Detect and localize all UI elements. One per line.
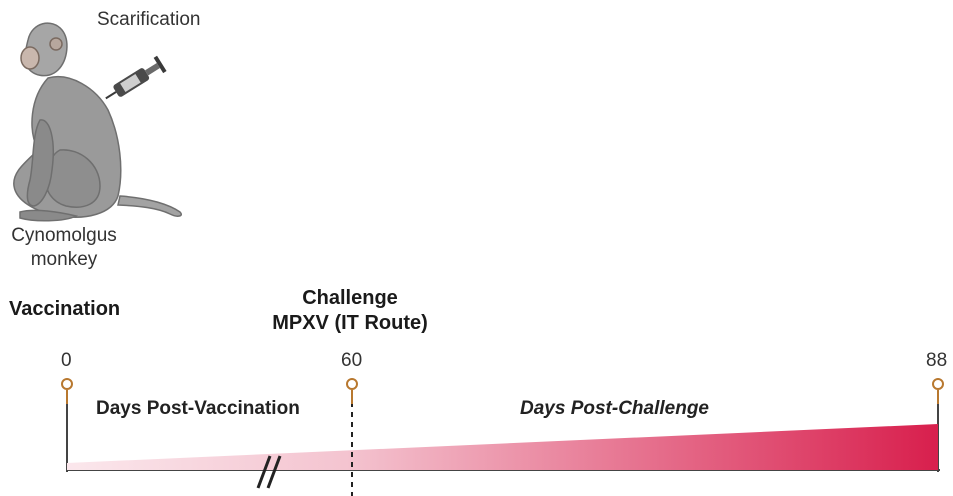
animal-label: Cynomolgus monkey (0, 224, 128, 272)
monkey-icon (13, 22, 182, 222)
animal-label-line2: monkey (30, 249, 98, 270)
pin-day-60 (346, 378, 358, 404)
scarification-label: Scarification (97, 9, 201, 30)
timeline-break-marker (256, 455, 282, 489)
challenge-label-line2: MPXV (IT Route) (272, 312, 428, 334)
vaccination-label: Vaccination (9, 298, 121, 320)
day-0-label: 0 (61, 350, 72, 371)
phase-vaccination-label: Days Post-Vaccination (96, 398, 300, 419)
pin-day-0 (61, 378, 73, 404)
challenge-label-line1: Challenge (302, 287, 398, 309)
animal-label-line1: Cynomolgus (11, 225, 117, 246)
syringe-icon (105, 55, 167, 100)
day-88-label: 88 (926, 350, 948, 371)
day-60-label: 60 (341, 350, 363, 371)
timeline-gradient-bar (67, 424, 938, 470)
phase-challenge-label: Days Post-Challenge (520, 398, 709, 419)
pin-day-88 (932, 378, 944, 404)
challenge-label: Challenge MPXV (IT Route) (240, 286, 460, 336)
